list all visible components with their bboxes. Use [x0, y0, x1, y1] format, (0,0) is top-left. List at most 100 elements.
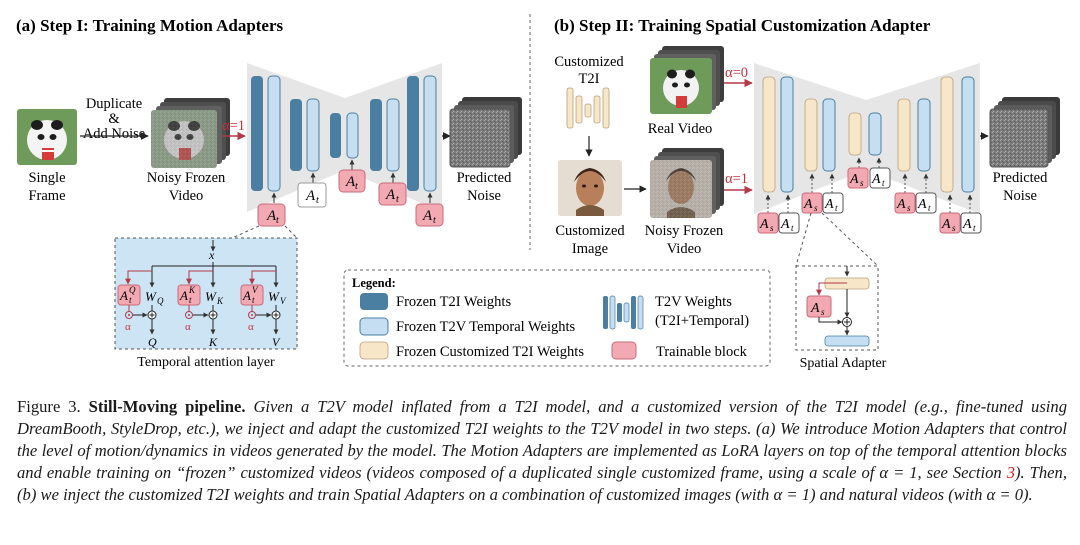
unet-a-block: [251, 76, 263, 191]
svg-text:T2V Weights: T2V Weights: [655, 294, 732, 310]
svg-text:t: t: [276, 215, 279, 226]
legend-frozen-t2v: Frozen T2V Temporal Weights: [359, 317, 576, 336]
caption-section-ref[interactable]: 3: [1006, 463, 1015, 482]
svg-text:K: K: [208, 335, 218, 349]
unet-a-block: [267, 75, 281, 192]
caption-body: Given a T2V model inflated from a T2I mo…: [17, 397, 1067, 482]
figure-caption: Figure 3. Still-Moving pipeline. Given a…: [17, 396, 1067, 506]
legend-title: Legend:: [352, 276, 396, 290]
unet-b-block: [780, 76, 794, 193]
unet-a-block: [330, 113, 341, 158]
legend: Legend: Frozen T2I Weights Frozen T2V Te…: [343, 269, 771, 367]
attention-value: A t V W V α V: [240, 266, 287, 349]
svg-text:A: A: [119, 288, 128, 303]
unet-b-block: [961, 76, 975, 193]
svg-text:x: x: [208, 248, 215, 262]
caption-lead: Figure 3.: [17, 397, 89, 416]
unet-b-block: [940, 76, 954, 193]
unet-b-block: [848, 112, 862, 156]
legend-frozen-t2i: Frozen T2I Weights: [360, 293, 511, 310]
temporal-attention-box: x A t Q W Q α: [114, 237, 298, 350]
alpha-one-b: α=1: [725, 171, 748, 187]
motion-adapter-a5: A t: [415, 192, 444, 227]
svg-text:t: t: [252, 295, 255, 305]
legend-frozen-custom: Frozen Customized T2I Weights: [359, 341, 584, 360]
svg-text:Trainable block: Trainable block: [656, 344, 748, 360]
predicted-noise-b: [989, 97, 1060, 168]
svg-text:α: α: [248, 321, 254, 333]
svg-text:t: t: [189, 295, 192, 305]
svg-text:s: s: [952, 223, 956, 233]
svg-text:t: t: [928, 203, 931, 213]
svg-text:A: A: [759, 217, 769, 232]
unet-a-block: [290, 99, 302, 171]
svg-text:K: K: [216, 296, 224, 306]
svg-text:t: t: [396, 194, 399, 205]
real-video: [650, 46, 724, 114]
real-video-label: Real Video: [648, 121, 713, 137]
svg-text:t: t: [835, 203, 838, 213]
svg-text:α: α: [125, 321, 131, 333]
svg-text:A: A: [824, 197, 834, 212]
panel-b: (b) Step II: Training Spatial Customizat…: [554, 16, 1060, 371]
svg-text:Q: Q: [129, 285, 136, 295]
adapter-pair-b5: A s A t: [939, 194, 982, 234]
motion-adapter-a1: A t: [257, 192, 286, 227]
svg-text:A: A: [305, 188, 316, 204]
caption-tail: ). Then, (b) we inject the customized T2…: [17, 463, 1067, 504]
svg-text:A: A: [896, 197, 906, 212]
svg-text:A: A: [803, 197, 813, 212]
legend-trainable: Trainable block: [611, 341, 748, 360]
svg-text:t: t: [129, 295, 132, 305]
alpha-one-a: α=1: [222, 118, 245, 134]
svg-text:K: K: [188, 285, 196, 295]
unet-b-block: [804, 98, 818, 172]
unet-a-block: [407, 76, 419, 191]
unet-b-block: [762, 76, 776, 193]
noisy-frozen-video-b: [650, 148, 724, 218]
svg-text:V: V: [272, 335, 281, 349]
attention-key: A t K W K α K: [177, 266, 224, 349]
spatial-adapter-label: Spatial Adapter: [800, 356, 887, 371]
duplicate-label: Duplicate&Add Noise: [83, 96, 145, 142]
adapter-pair-b3: A s A t: [847, 157, 891, 189]
unet-a-block: [346, 112, 359, 159]
temporal-attention-label: Temporal attention layer: [137, 355, 275, 370]
svg-text:t: t: [316, 195, 319, 206]
motion-adapter-a3: A t: [338, 159, 366, 193]
svg-text:A: A: [179, 288, 188, 303]
svg-text:W: W: [145, 289, 157, 304]
svg-text:s: s: [907, 203, 911, 213]
svg-text:A: A: [385, 187, 396, 203]
svg-text:A: A: [917, 197, 927, 212]
svg-text:t: t: [973, 223, 976, 233]
single-frame-image: [17, 109, 77, 165]
svg-text:Frozen T2I Weights: Frozen T2I Weights: [396, 294, 511, 310]
svg-text:α: α: [185, 321, 191, 333]
svg-text:A: A: [242, 288, 251, 303]
svg-text:W: W: [205, 289, 217, 304]
panel-b-heading: (b) Step II: Training Spatial Customizat…: [554, 16, 931, 35]
svg-text:A: A: [345, 174, 356, 190]
svg-text:A: A: [941, 217, 951, 232]
svg-text:t: t: [355, 181, 358, 192]
unet-b-block: [822, 98, 836, 172]
svg-text:s: s: [860, 178, 864, 188]
unet-b: [754, 63, 980, 214]
legend-t2v-weights: T2V Weights (T2I+Temporal): [603, 294, 749, 330]
svg-text:A: A: [871, 172, 881, 187]
panel-a: (a) Step I: Training Motion Adapters Sin…: [16, 16, 522, 370]
caption-title: Still-Moving pipeline.: [88, 397, 246, 416]
svg-text:A: A: [849, 172, 859, 187]
alpha-zero-b: α=0: [725, 65, 748, 81]
panel-a-heading: (a) Step I: Training Motion Adapters: [16, 16, 284, 35]
svg-text:Q: Q: [157, 296, 164, 306]
unet-b-block: [917, 98, 931, 172]
svg-text:Frozen T2V Temporal Weights: Frozen T2V Temporal Weights: [396, 319, 576, 335]
svg-text:s: s: [770, 223, 774, 233]
